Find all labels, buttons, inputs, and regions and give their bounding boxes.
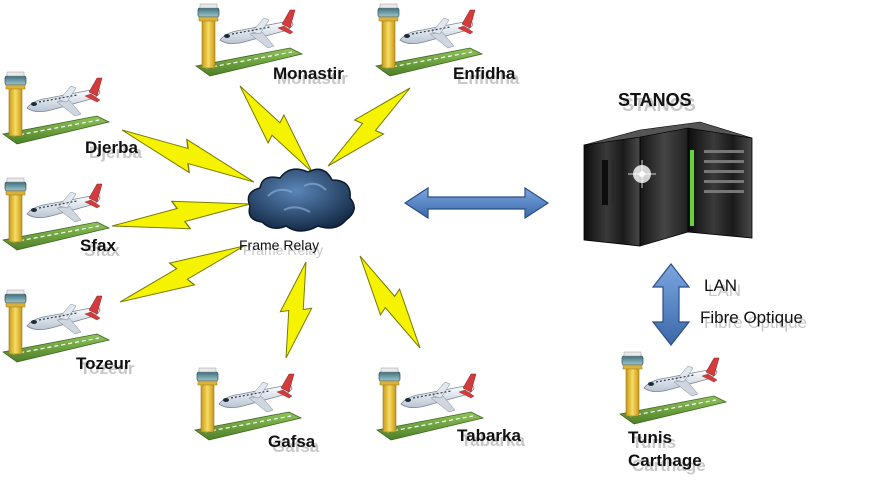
airport-label-sfax: Sfax — [80, 236, 116, 255]
lightning-bolt-icon — [346, 247, 434, 357]
svg-text:Carthage: Carthage — [632, 456, 706, 475]
airport-tower-plane-icon — [194, 367, 302, 441]
airport-tower-plane-icon — [619, 351, 727, 425]
airport-label-carthage: Carthage — [628, 451, 702, 470]
lan-label: LAN — [704, 276, 737, 295]
airport-label-tozeur: Tozeur — [76, 354, 131, 373]
network-label: Frame Relay — [239, 237, 319, 253]
lightning-bolt-icon — [108, 188, 254, 242]
svg-text:LAN: LAN — [708, 281, 741, 300]
lightning-bolt-icon — [317, 76, 421, 178]
airport-label-tabarka: Tabarka — [457, 426, 521, 445]
svg-text:Gafsa: Gafsa — [272, 437, 320, 456]
fibre-label: Fibre Optique — [700, 308, 803, 327]
svg-text:Frame Relay: Frame Relay — [243, 242, 323, 258]
airport-label-tunis: Tunis — [628, 428, 672, 447]
cloud-icon — [247, 168, 355, 232]
airport-tower-plane-icon — [2, 289, 110, 363]
svg-text:Enfidha: Enfidha — [457, 69, 520, 88]
svg-text:Tozeur: Tozeur — [80, 359, 135, 378]
lan-double-arrow-icon — [651, 263, 691, 346]
svg-text:Tabarka: Tabarka — [461, 431, 525, 450]
lightning-bolt-icon — [227, 75, 325, 183]
airport-label-gafsa: Gafsa — [268, 432, 316, 451]
svg-text:Sfax: Sfax — [84, 241, 120, 260]
server-title: STANOS — [618, 90, 692, 110]
airport-label-djerba: Djerba — [85, 138, 138, 157]
airport-label-monastir: Monastir — [273, 64, 344, 83]
svg-text:Fibre Optique: Fibre Optique — [704, 313, 807, 332]
link-double-arrow-icon — [403, 186, 550, 220]
airport-tower-plane-icon — [2, 71, 110, 145]
svg-text:Monastir: Monastir — [277, 69, 348, 88]
svg-text:Tunis: Tunis — [632, 433, 676, 452]
svg-text:STANOS: STANOS — [622, 95, 696, 115]
lightning-bolt-icon — [270, 258, 322, 362]
svg-text:Djerba: Djerba — [89, 143, 142, 162]
airport-label-enfidha: Enfidha — [453, 64, 516, 83]
labels: STANOS STANOS Frame Relay Frame Relay LA… — [76, 64, 807, 475]
lightning-bolt-icon — [113, 231, 251, 317]
server-rack-icon — [583, 121, 753, 247]
